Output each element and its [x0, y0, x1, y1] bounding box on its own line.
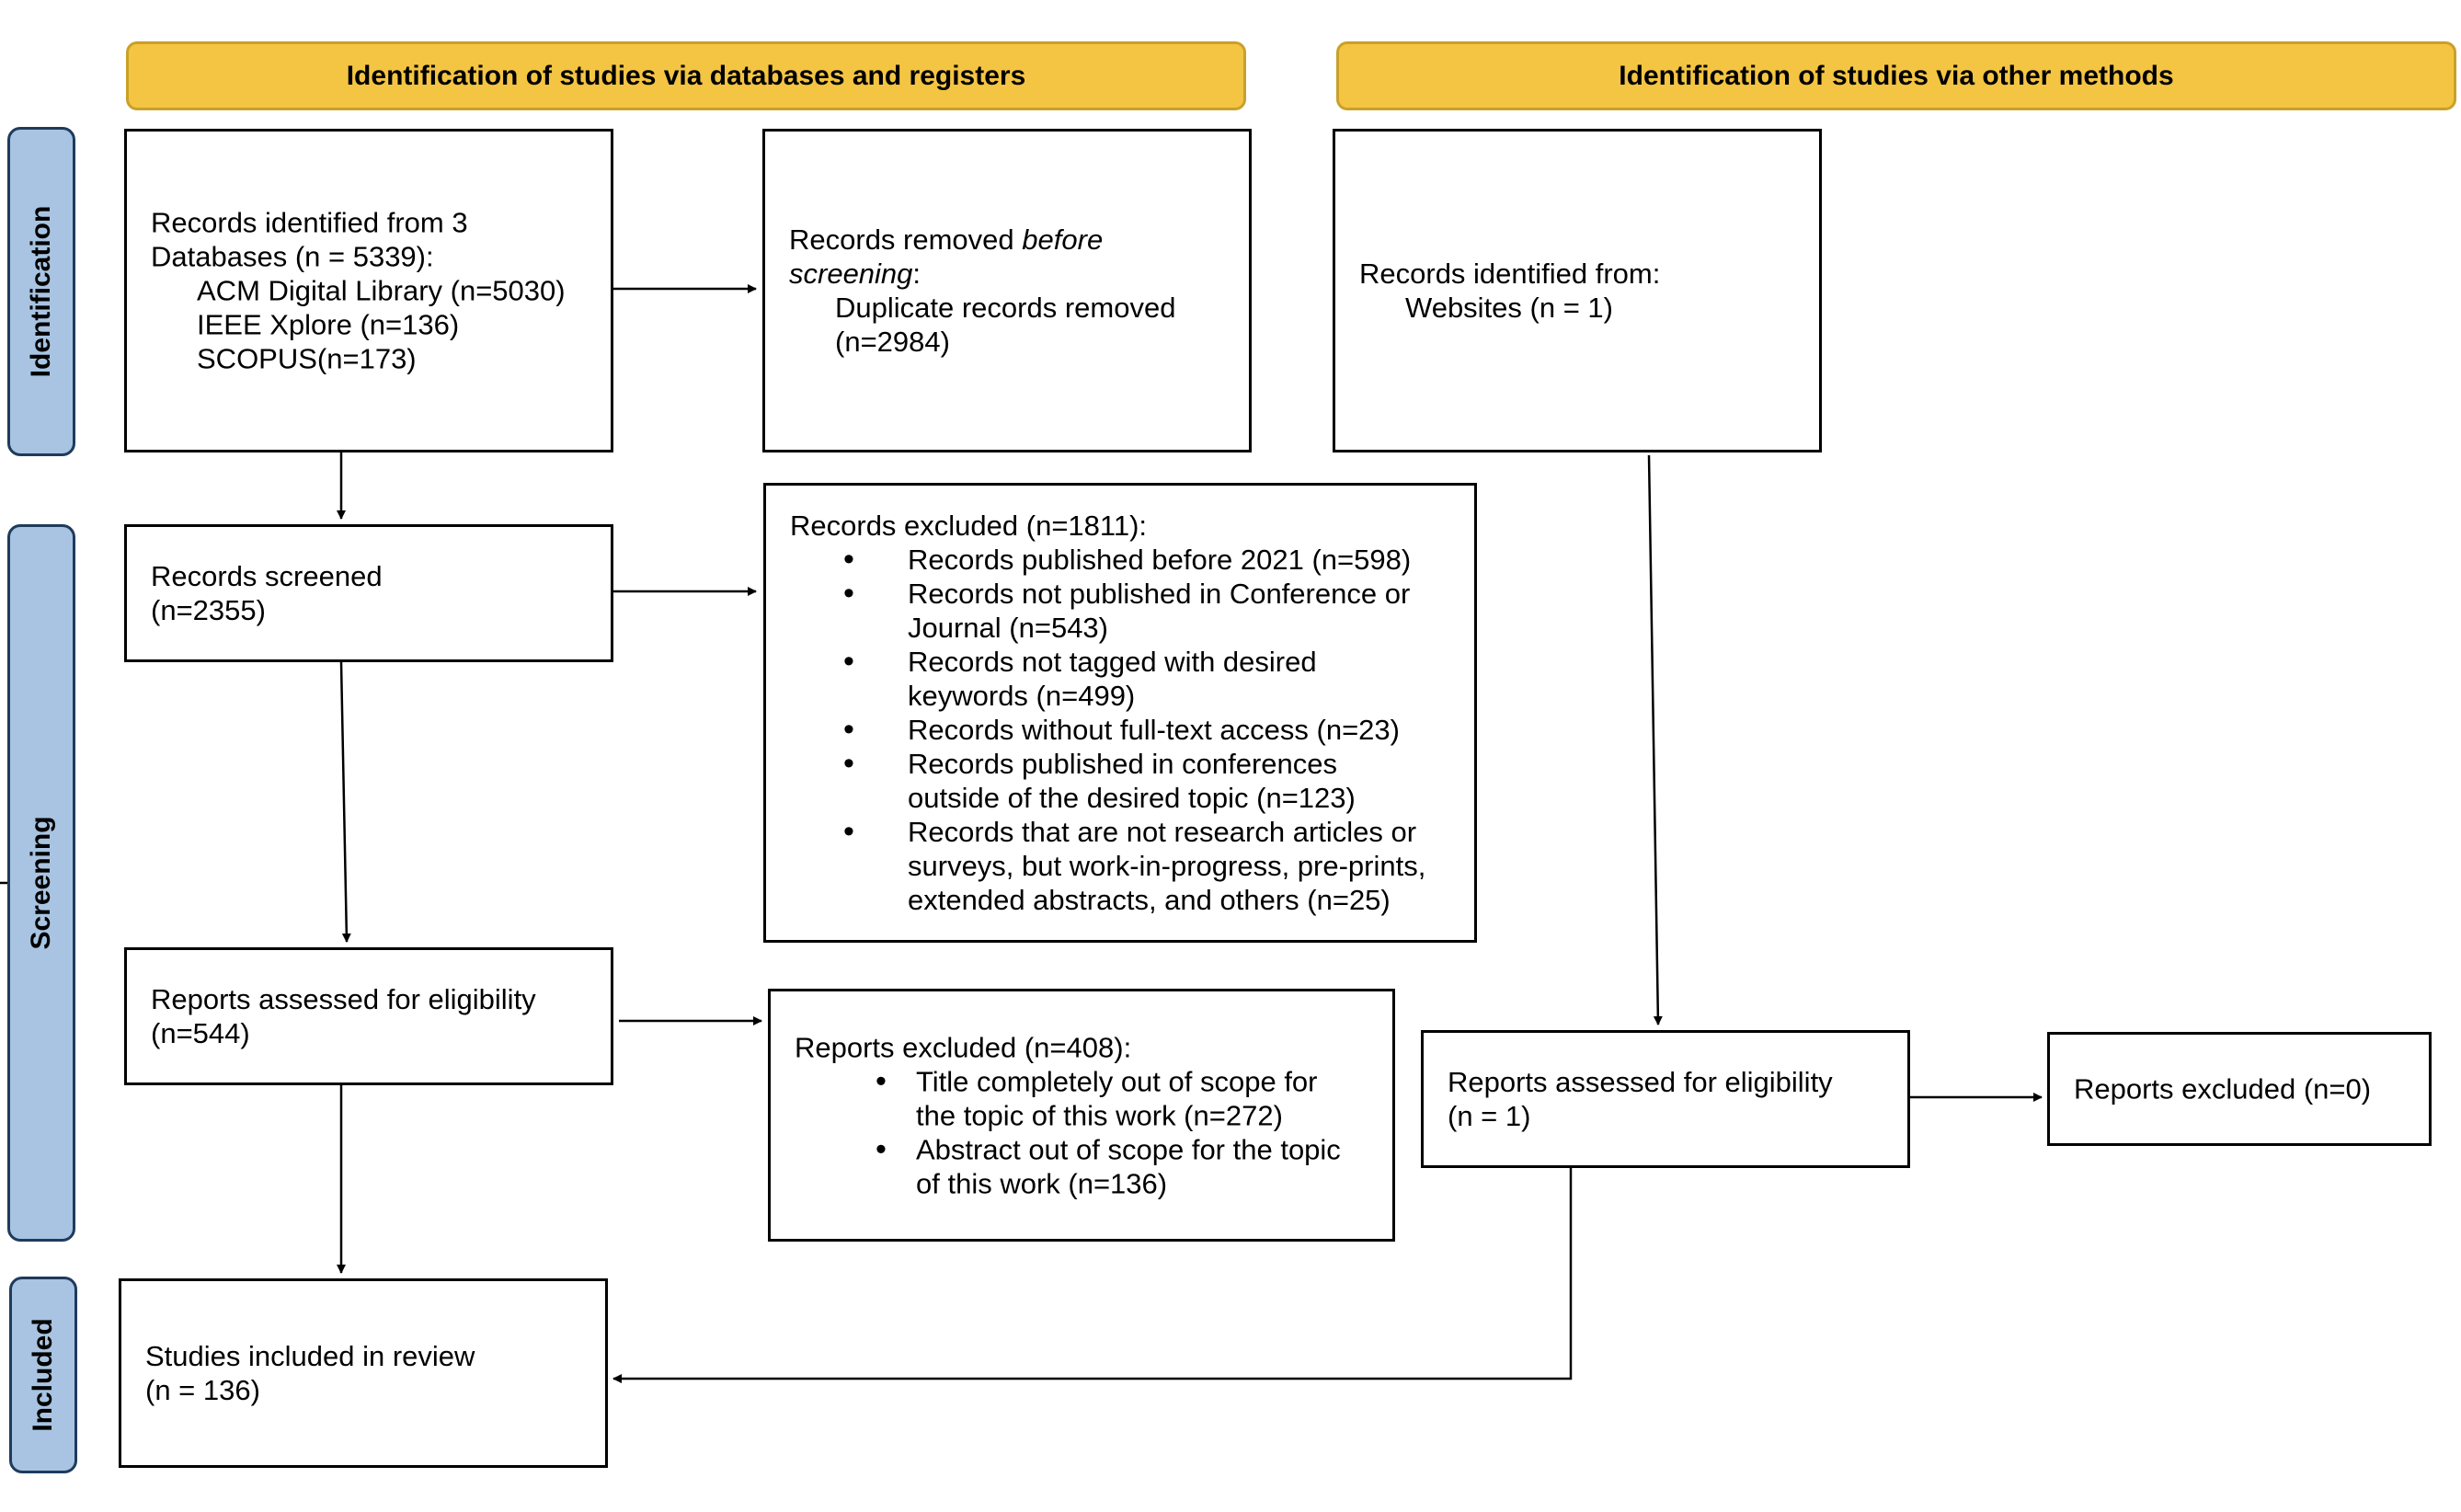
reports-assessed-line1: Reports assessed for eligibility — [151, 983, 536, 1015]
header-databases-label: Identification of studies via databases … — [346, 60, 1026, 91]
reports-excluded-item-text: of this work (n=136) — [916, 1167, 1168, 1199]
records-screened-line2: (n=2355) — [151, 594, 266, 626]
other-assessed-line2: (n = 1) — [1448, 1100, 1531, 1132]
records-removed-title: Records removed before — [789, 223, 1234, 257]
arrow-other-assessed-to-included — [612, 1168, 1573, 1383]
list-item: Records published in conferencesoutside … — [790, 747, 1459, 815]
reports-excluded-box: Reports excluded (n=408): Title complete… — [768, 989, 1395, 1242]
reports-excluded-item-text: Abstract out of scope for the topic — [916, 1133, 1341, 1165]
source-ieee: IEEE Xplore (n=136) — [197, 308, 460, 341]
studies-included-box: Studies included in review (n = 136) — [119, 1278, 608, 1468]
excluded-item-text: surveys, but work-in-progress, pre-print… — [908, 850, 1426, 882]
excluded-item-text: keywords (n=499) — [908, 680, 1136, 712]
other-reports-assessed-box: Reports assessed for eligibility (n = 1) — [1421, 1030, 1910, 1168]
records-identified-box: Records identified from 3 Databases (n =… — [124, 129, 613, 452]
excluded-item-text: Journal (n=543) — [908, 612, 1108, 644]
excluded-item-text: Records not published in Conference or — [908, 578, 1411, 610]
source-acm: ACM Digital Library (n=5030) — [197, 274, 566, 307]
other-records-identified-box: Records identified from: Websites (n = 1… — [1333, 129, 1822, 452]
records-removed-title-2: screening: — [789, 257, 1234, 291]
removed-italic-before: before — [1022, 223, 1104, 256]
excluded-item-text: Records published before 2021 (n=598) — [908, 544, 1412, 576]
other-excluded-line1: Reports excluded (n=0) — [2074, 1072, 2372, 1105]
records-removed-box: Records removed before screening: Duplic… — [762, 129, 1252, 452]
removed-suffix: : — [912, 258, 921, 290]
source-scopus: SCOPUS(n=173) — [197, 342, 417, 375]
reports-excluded-item-text: the topic of this work (n=272) — [916, 1099, 1283, 1131]
excluded-item-text: Records not tagged with desired — [908, 646, 1317, 678]
records-screened-line1: Records screened — [151, 560, 383, 592]
other-identified-line1: Records identified from: — [1359, 258, 1661, 290]
list-item: Records not published in Conference orJo… — [790, 577, 1459, 645]
reports-excluded-title: Reports excluded (n=408): — [795, 1031, 1132, 1063]
removed-italic-screening: screening — [789, 258, 913, 290]
header-other-label: Identification of studies via other meth… — [1619, 60, 2174, 91]
phase-identification: Identification — [7, 127, 75, 456]
header-databases: Identification of studies via databases … — [126, 41, 1246, 110]
reports-excluded-item-text: Title completely out of scope for — [916, 1065, 1318, 1097]
records-identified-line2: Databases (n = 5339): — [151, 240, 434, 273]
phase-screening: Screening — [7, 524, 75, 1242]
reports-assessed-box: Reports assessed for eligibility (n=544) — [124, 947, 613, 1085]
records-screened-box: Records screened (n=2355) — [124, 524, 613, 662]
records-excluded-list: Records published before 2021 (n=598) Re… — [790, 543, 1459, 917]
phase-included: Included — [9, 1277, 77, 1473]
excluded-item-text: extended abstracts, and others (n=25) — [908, 884, 1391, 916]
other-identified-line2: Websites (n = 1) — [1405, 292, 1613, 324]
other-reports-excluded-box: Reports excluded (n=0) — [2047, 1032, 2432, 1146]
duplicates-line2: (n=2984) — [835, 326, 950, 358]
removed-prefix: Records removed — [789, 223, 1023, 256]
records-identified-line1: Records identified from 3 — [151, 206, 468, 239]
list-item: Records without full-text access (n=23) — [790, 713, 1459, 747]
records-excluded-title: Records excluded (n=1811): — [790, 510, 1148, 542]
excluded-item-text: Records without full-text access (n=23) — [908, 714, 1400, 746]
duplicates-line1: Duplicate records removed — [835, 292, 1176, 324]
header-other-methods: Identification of studies via other meth… — [1336, 41, 2456, 110]
list-item: Records not tagged with desiredkeywords … — [790, 645, 1459, 713]
list-item: Records published before 2021 (n=598) — [790, 543, 1459, 577]
studies-included-line2: (n = 136) — [145, 1374, 260, 1406]
studies-included-line1: Studies included in review — [145, 1340, 475, 1372]
records-excluded-box: Records excluded (n=1811): Records publi… — [763, 483, 1477, 943]
excluded-item-text: Records that are not research articles o… — [908, 816, 1417, 848]
arrow-screened-to-assessed — [339, 661, 351, 943]
arrow-other-identified-to-assessed — [1647, 454, 1663, 1025]
list-item: Records that are not research articles o… — [790, 815, 1459, 917]
excluded-item-text: Records published in conferences — [908, 748, 1337, 780]
reports-assessed-line2: (n=544) — [151, 1017, 250, 1049]
excluded-item-text: outside of the desired topic (n=123) — [908, 782, 1356, 814]
other-assessed-line1: Reports assessed for eligibility — [1448, 1066, 1833, 1098]
